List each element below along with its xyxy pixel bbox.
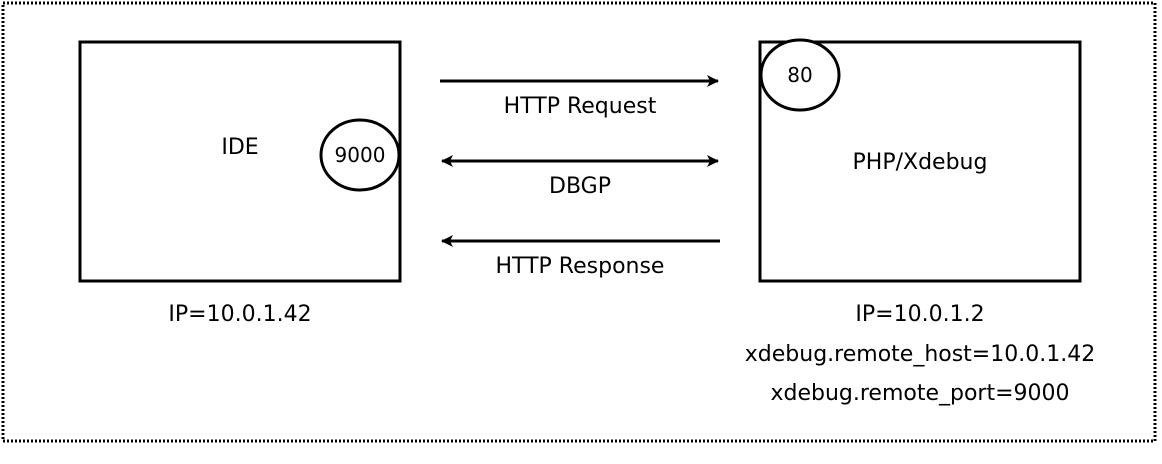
edge-http-response: HTTP Response xyxy=(441,235,720,279)
server-port-circle xyxy=(759,38,841,112)
server-port-label: 80 xyxy=(787,63,812,87)
ide-node: IDE 9000 IP=10.0.1.42 xyxy=(78,40,402,327)
server-config-remote-host: xdebug.remote_host=10.0.1.42 xyxy=(745,342,1095,367)
server-ip-label: IP=10.0.1.2 xyxy=(855,302,984,327)
ide-port-label: 9000 xyxy=(335,143,386,167)
server-label: PHP/Xdebug xyxy=(853,150,988,175)
edge-http-request: HTTP Request xyxy=(440,75,719,119)
server-config-remote-port: xdebug.remote_port=9000 xyxy=(770,381,1069,406)
http-response-label: HTTP Response xyxy=(496,254,665,279)
ide-label: IDE xyxy=(221,135,258,160)
ide-port-circle xyxy=(319,118,401,192)
edge-dbgp: DBGP xyxy=(441,155,719,199)
server-node: 80 PHP/Xdebug IP=10.0.1.2 xdebug.remote_… xyxy=(745,38,1095,406)
dbgp-label: DBGP xyxy=(549,174,611,199)
diagram-frame xyxy=(1,1,1157,443)
http-request-label: HTTP Request xyxy=(504,94,657,119)
ide-ip-label: IP=10.0.1.42 xyxy=(168,302,311,327)
